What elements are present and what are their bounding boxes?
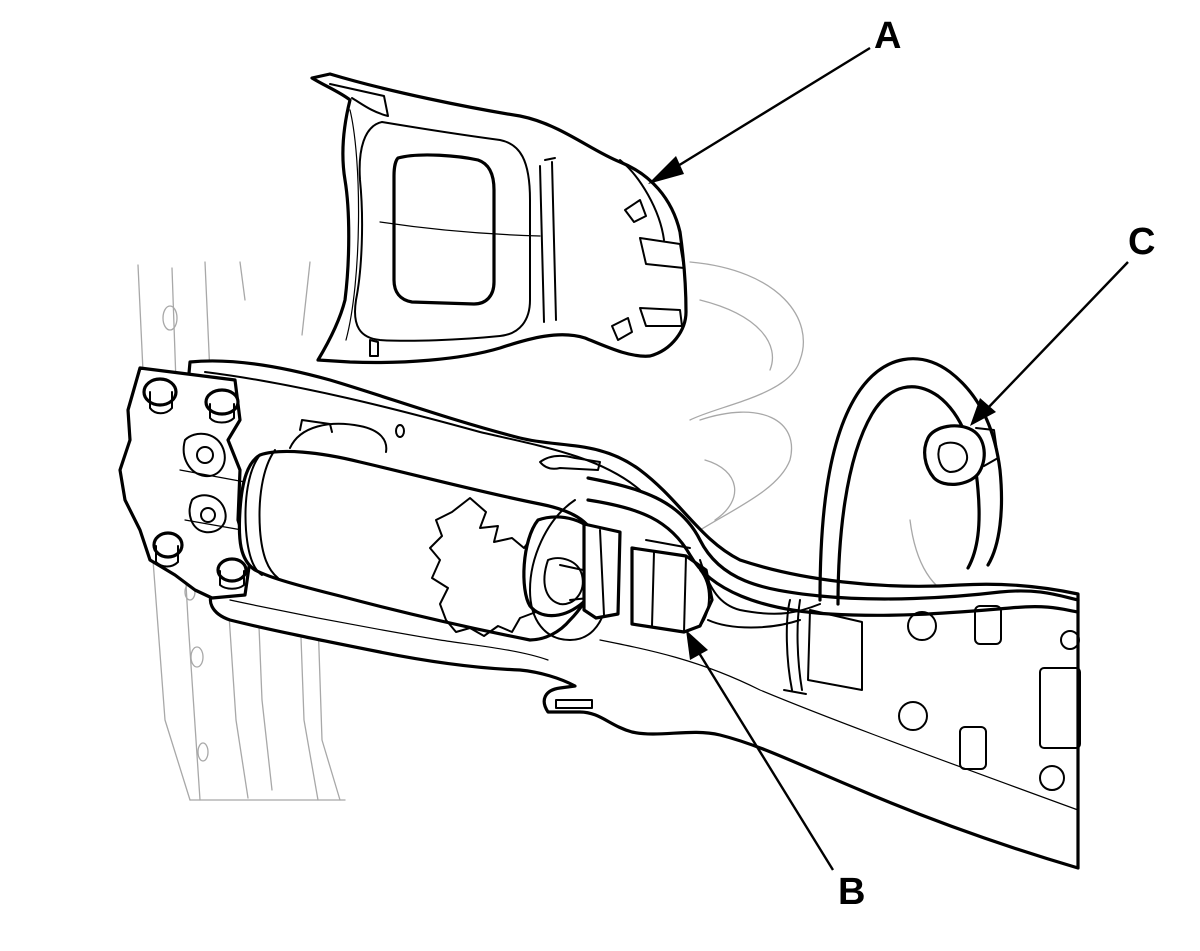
connector-housing [582, 522, 714, 634]
cover-part-a [310, 72, 688, 365]
callout-label-a: A [874, 15, 901, 57]
wire-harness [586, 357, 1080, 629]
harness-clip [923, 424, 999, 486]
harness-band-clip [783, 599, 807, 695]
callout-label-b: B [838, 871, 865, 913]
leader-line-a [648, 46, 871, 184]
leader-line-b [686, 630, 835, 871]
leader-line-c [970, 261, 1129, 426]
mounting-studs [118, 366, 252, 600]
callout-label-c: C [1128, 221, 1155, 263]
